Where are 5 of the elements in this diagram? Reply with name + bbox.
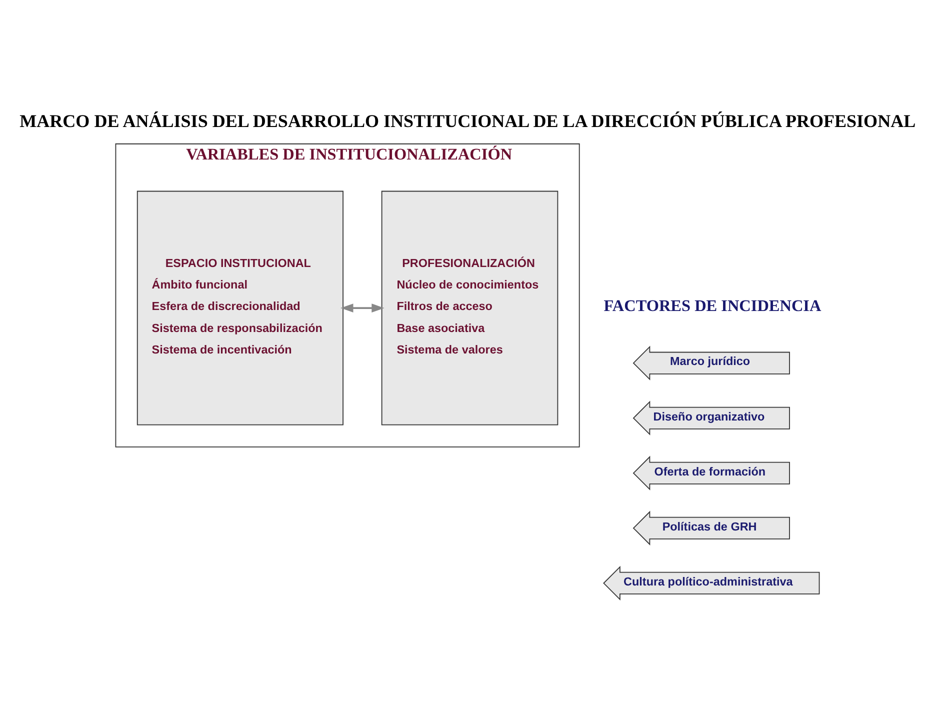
label: FACTORES DE INCIDENCIA — [604, 297, 822, 316]
arrow — [340, 304, 384, 312]
node-box: ESPACIO INSTITUCIONAL Ámbito funcional Esfera de discrecionalidad Sistema de responsabilización Sistema de incentivación — [136, 190, 344, 426]
node-box: PROFESIONALIZACIÓN Núcleo de conocimientos Filtros de acceso Base asociativa Sistema de valores — [381, 190, 558, 426]
diagram-title: MARCO DE ANÁLISIS DEL DESARROLLO INSTITUCIONAL DE LA DIRECCIÓN PÚBLICA PROFESIONAL — [20, 110, 916, 131]
